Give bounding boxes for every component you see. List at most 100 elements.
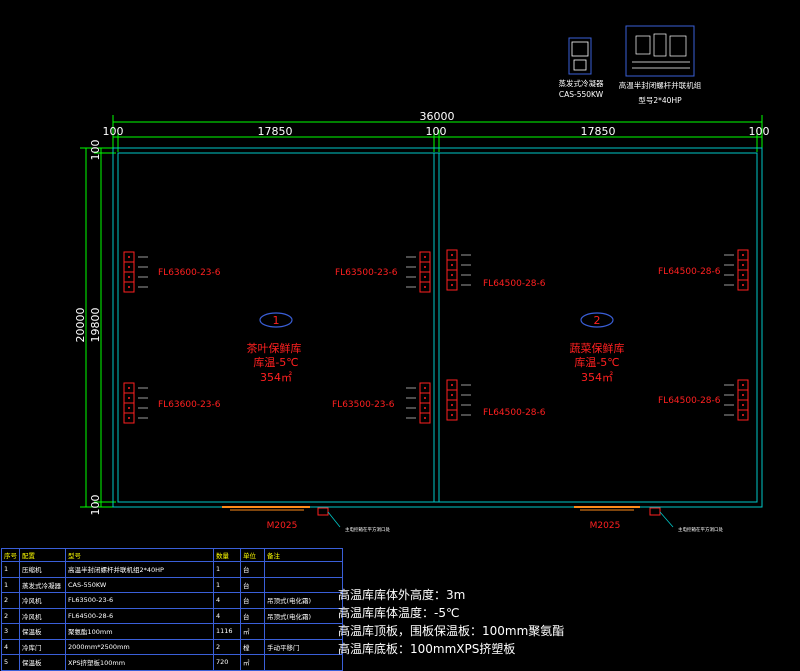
room-2: 2 蔬菜保鲜库 库温-5℃ 354㎡: [570, 312, 625, 384]
door-right-note: 主电控箱在平方洞口处: [678, 526, 723, 533]
room-1-name: 茶叶保鲜库: [247, 341, 302, 355]
bom-cell: 1: [1, 576, 20, 593]
bom-cell: 蒸发式冷凝器: [19, 576, 66, 593]
bom-cell: 4: [1, 638, 20, 655]
bom-header-cell: 单位: [240, 548, 265, 562]
bom-cell: CAS-550KW: [65, 576, 214, 593]
bom-cell: ㎡: [240, 623, 265, 640]
bom-cell: 1: [213, 576, 241, 593]
bom-cell: 2: [1, 592, 20, 609]
bom-cell: 冷风机: [19, 607, 66, 624]
dim-wall-right: 100: [749, 125, 770, 138]
bom-row: 1 蒸发式冷凝器 CAS-550KW 1 台: [1, 576, 343, 593]
room-1: 1 茶叶保鲜库 库温-5℃ 354㎡: [247, 312, 302, 384]
bom-row: 5 保温板 XPS挤塑板100mm 720 ㎡: [1, 654, 343, 671]
dim-left-bay: 17850: [258, 125, 293, 138]
bom-cell: 吊顶式(电化霜): [264, 592, 343, 609]
bom-header-cell: 型号: [65, 548, 214, 562]
bom-cell: [264, 576, 343, 593]
bom-header-cell: 备注: [264, 548, 343, 562]
room-2-area: 354㎡: [581, 371, 613, 384]
evaporator-unit: [123, 251, 148, 293]
bom-cell: 5: [1, 654, 20, 671]
evap-label-left-br: FL63500-23-6: [332, 400, 395, 410]
bom-cell: [264, 561, 343, 578]
bom-header-cell: 序号: [1, 548, 20, 562]
evaporator-unit: [406, 251, 431, 293]
bom-cell: 冷库门: [19, 638, 66, 655]
evaporator-unit: [446, 379, 471, 421]
bom-header-cell: 配置: [19, 548, 66, 562]
vertical-dimensions: [80, 147, 116, 508]
evap-label-left-tl: FL63600-23-6: [158, 268, 221, 278]
bom-cell: 1: [213, 561, 241, 578]
bom-cell: 1: [1, 561, 20, 578]
dim-right-bay: 17850: [581, 125, 616, 138]
bom-cell: 1116: [213, 623, 241, 640]
bom-cell: 冷风机: [19, 592, 66, 609]
bom-row: 1 压缩机 高温半封闭螺杆并联机组2*40HP 1 台: [1, 561, 343, 578]
bom-row: 2 冷风机 FL63500-23-6 4 台 吊顶式(电化霜): [1, 592, 343, 609]
dim-height-inner: 19800: [89, 308, 102, 343]
bom-cell: 2: [1, 607, 20, 624]
door-left-label: M2025: [267, 521, 298, 531]
evaporator-unit: [724, 249, 749, 291]
evaporator-unit: [406, 382, 431, 424]
bom-cell: 吊顶式(电化霜): [264, 607, 343, 624]
bom-cell: FL64500-28-6: [65, 607, 214, 624]
bom-cell: 3: [1, 623, 20, 640]
bom-table: 序号 配置 型号 数量 单位 备注 1 压缩机 高温半封闭螺杆并联机组2*40H…: [1, 548, 343, 671]
bom-cell: 720: [213, 654, 241, 671]
bom-cell: 4: [213, 607, 241, 624]
bom-cell: 台: [240, 561, 265, 578]
door-right: M2025 主电控箱在平方洞口处: [574, 506, 723, 533]
note-line: 高温库底板：100mmXPS挤塑板: [338, 642, 516, 656]
room-1-number: 1: [273, 314, 280, 327]
evap-label-left-tr: FL63500-23-6: [335, 268, 398, 278]
bom-cell: 2: [213, 638, 241, 655]
note-line: 高温库库体外高度：3m: [338, 588, 466, 602]
bom-cell: [264, 654, 343, 671]
door-left: M2025 主电控箱在平方洞口处: [222, 506, 390, 533]
bom-cell: XPS挤塑板100mm: [65, 654, 214, 671]
evap-label-right-br: FL64500-28-6: [658, 396, 721, 406]
bom-cell: ㎡: [240, 654, 265, 671]
room-2-temp: 库温-5℃: [574, 356, 619, 369]
room-1-area: 354㎡: [260, 371, 292, 384]
evap-label-left-bl: FL63600-23-6: [158, 400, 221, 410]
evaporator-unit: [123, 382, 148, 424]
compressor-unit-icon: [625, 25, 695, 77]
room-2-number-ellipse: [580, 312, 614, 328]
compressor-model: 型号2*40HP: [638, 96, 682, 105]
bom-cell: 台: [240, 576, 265, 593]
bom-cell: 樘: [240, 638, 265, 655]
bom-cell: FL63500-23-6: [65, 592, 214, 609]
door-right-label: M2025: [590, 521, 621, 531]
bom-cell: 保温板: [19, 654, 66, 671]
room-2-name: 蔬菜保鲜库: [570, 341, 625, 355]
bom-cell: 手动平移门: [264, 638, 343, 655]
dim-wall-top: 100: [89, 140, 102, 161]
evaporator-unit: [446, 249, 471, 291]
room-1-number-ellipse: [259, 312, 293, 328]
compressor-label: 高温半封闭螺杆并联机组: [619, 80, 702, 90]
bom-cell: 聚氨酯100mm: [65, 623, 214, 640]
bom-row: 3 保温板 聚氨酯100mm 1116 ㎡: [1, 623, 343, 640]
spec-notes: 高温库库体外高度：3m 高温库库体温度：-5℃ 高温库顶板，围板保温板：100m…: [338, 586, 638, 658]
bom-row: 2 冷风机 FL64500-28-6 4 台 吊顶式(电化霜): [1, 607, 343, 624]
bom-cell: 压缩机: [19, 561, 66, 578]
bom-cell: 保温板: [19, 623, 66, 640]
evap-label-right-tr: FL64500-28-6: [658, 267, 721, 277]
evaporator-unit: [724, 379, 749, 421]
dim-wall-mid: 100: [426, 125, 447, 138]
condenser-model: CAS-550KW: [559, 90, 604, 99]
bom-row: 4 冷库门 2000mm*2500mm 2 樘 手动平移门: [1, 638, 343, 655]
evaporator-units: [123, 249, 749, 424]
door-left-note: 主电控箱在平方洞口处: [345, 526, 390, 533]
bom-cell: 台: [240, 607, 265, 624]
note-line: 高温库库体温度：-5℃: [338, 606, 460, 620]
dim-total: 36000: [420, 110, 455, 123]
dim-wall-left: 100: [103, 125, 124, 138]
room-1-temp: 库温-5℃: [253, 356, 298, 369]
